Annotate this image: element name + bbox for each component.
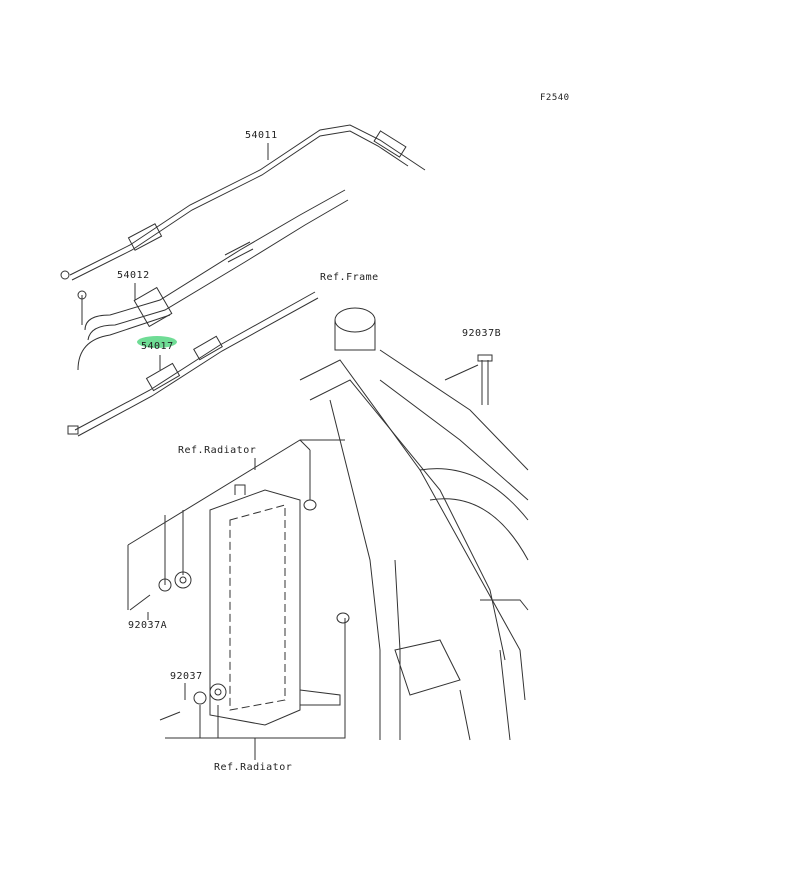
- cable-54012[interactable]: [77, 189, 349, 371]
- part-label-54011[interactable]: 54011: [245, 130, 278, 141]
- part-label-92037[interactable]: 92037: [170, 671, 203, 682]
- ref-radiator-top-label: Ref.Radiator: [178, 445, 257, 456]
- mounting-hardware: [129, 499, 350, 721]
- ref-radiator-bottom-label: Ref.Radiator: [214, 762, 293, 773]
- leader-lines: [127, 143, 346, 760]
- cable-54011[interactable]: [60, 124, 426, 281]
- diagram-code: F2540: [540, 93, 570, 103]
- radiator-drawing: [209, 484, 341, 726]
- part-label-92037a[interactable]: 92037A: [128, 620, 168, 631]
- part-label-54012[interactable]: 54012: [117, 270, 150, 281]
- frame-drawing: [299, 307, 529, 741]
- bolt-92037b[interactable]: [444, 354, 493, 405]
- highlight-marker: [137, 336, 177, 348]
- part-label-92037b[interactable]: 92037B: [462, 328, 502, 339]
- part-label-54017[interactable]: 54017: [141, 341, 174, 352]
- ref-frame-label: Ref.Frame: [320, 272, 379, 283]
- cable-54017[interactable]: [67, 291, 319, 437]
